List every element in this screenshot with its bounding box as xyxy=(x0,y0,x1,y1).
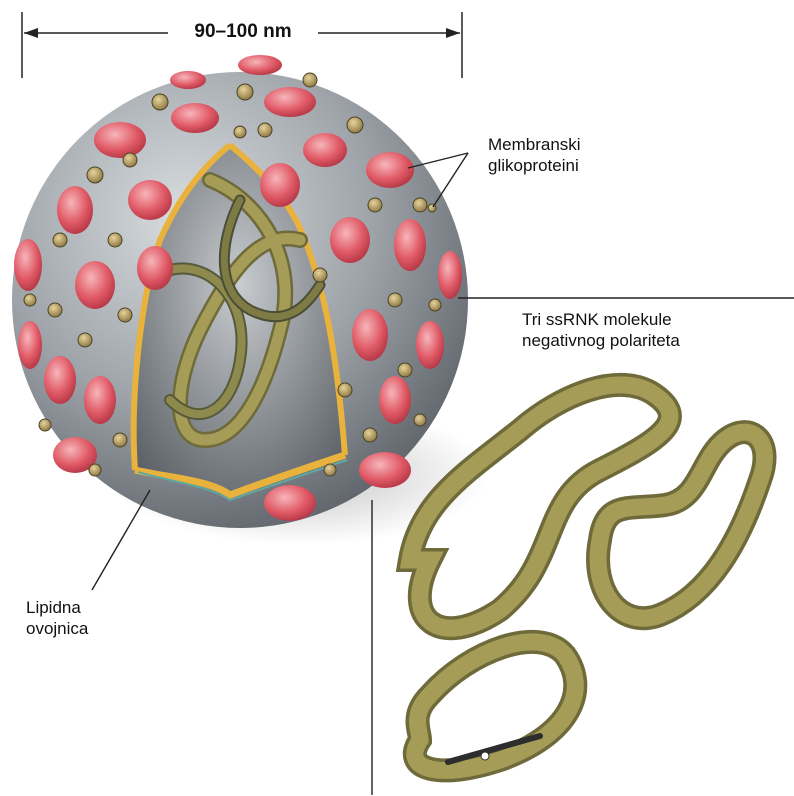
label-envelope-line1: Lipidna xyxy=(26,597,88,618)
label-glycoproteins: Membranski glikoproteini xyxy=(488,134,581,176)
label-envelope: Lipidna ovojnica xyxy=(26,597,88,639)
label-rna-line1: Tri ssRNK molekule xyxy=(522,309,680,330)
label-rna: Tri ssRNK molekule negativnog polariteta xyxy=(522,309,680,351)
dimension-label: 90–100 nm xyxy=(168,20,318,44)
label-envelope-line2: ovojnica xyxy=(26,618,88,639)
label-rna-line2: negativnog polariteta xyxy=(522,330,680,351)
label-glycoproteins-line2: glikoproteini xyxy=(488,155,581,176)
label-glycoproteins-line1: Membranski xyxy=(488,134,581,155)
